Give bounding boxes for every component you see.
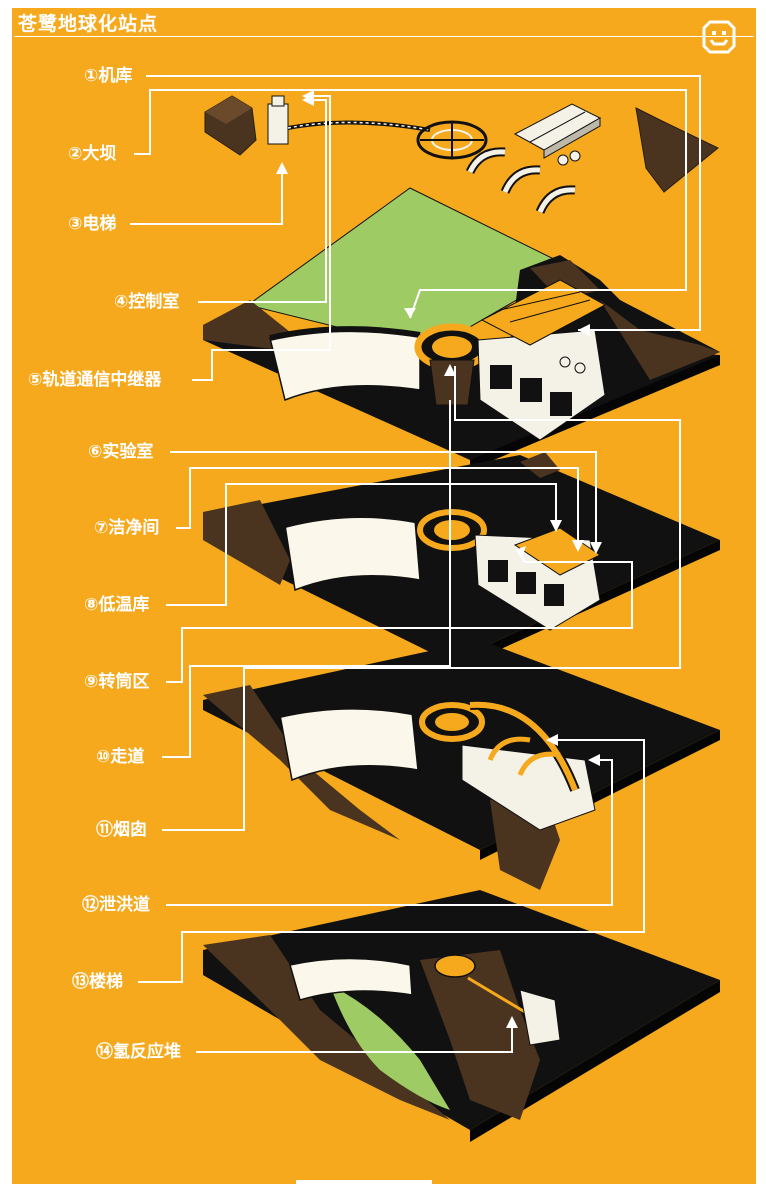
layer-3-corridor — [203, 640, 720, 890]
label-spillway: ⑫泄洪道 — [82, 895, 150, 915]
label-cold-storage: ⑧低温库 — [84, 595, 149, 615]
label-elevator: ③电梯 — [68, 214, 116, 234]
label-corridor: ⑩走道 — [96, 747, 144, 767]
label-hangar: ①机库 — [84, 66, 132, 86]
layer-4-reactor — [203, 890, 720, 1142]
label-drum-zone: ⑨转筒区 — [84, 672, 149, 692]
label-control-room: ④控制室 — [114, 292, 179, 312]
label-chimney: ⑪烟囱 — [96, 820, 147, 840]
label-stairs: ⑬楼梯 — [72, 972, 123, 992]
bottom-tab — [296, 1180, 432, 1192]
label-relay: ⑤轨道通信中继器 — [28, 370, 161, 390]
label-reactor: ⑭氢反应堆 — [96, 1042, 181, 1062]
label-lab: ⑥实验室 — [88, 442, 153, 462]
label-dam: ②大坝 — [68, 144, 116, 164]
label-cleanroom: ⑦洁净间 — [94, 518, 159, 538]
